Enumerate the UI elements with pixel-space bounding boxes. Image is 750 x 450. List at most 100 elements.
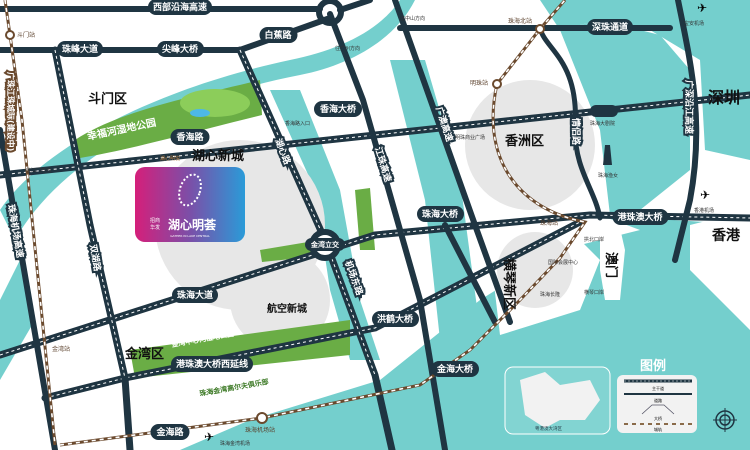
label-zhuhai-bridge: 珠海大桥	[416, 206, 464, 222]
guangao-highway[interactable]	[392, 0, 513, 325]
label-zhuhai-avenue: 珠海大道	[171, 287, 219, 303]
airplane-icon: ✈	[697, 1, 707, 15]
legend: 主干道 道路 大桥 城轨	[617, 375, 697, 433]
project-brand-bottom: 华发	[150, 224, 160, 231]
mingzhu-station-marker	[492, 79, 502, 89]
direction-jiangmen: 往江门方向	[26, 167, 51, 174]
label-zhufeng: 珠峰大道	[56, 41, 104, 57]
rail-lines	[3, 0, 588, 447]
xibu-road-2[interactable]	[337, 0, 373, 13]
hengqin-zone	[497, 232, 573, 308]
station-jinwan[interactable]: 金湾站	[52, 345, 70, 353]
xianghai-entry: 香海路入口	[285, 120, 310, 127]
label-xianghai-road: 香海路	[170, 129, 210, 145]
hengqin-road[interactable]	[442, 222, 498, 325]
theatre-icon	[590, 105, 618, 117]
pearl-river-estuary	[540, 0, 750, 160]
qinglv-road[interactable]	[537, 25, 603, 221]
legend-main-road: 主干道	[652, 385, 664, 391]
svg-text:珠峰大道: 珠峰大道	[62, 43, 98, 55]
airport-station-marker	[256, 412, 268, 424]
project-card[interactable]: 招商 华发 湖心明荟 GATHER IN LAKE CENTRAL	[135, 167, 245, 242]
svg-text:西部沿海高速: 西部沿海高速	[153, 1, 207, 13]
legend-rail: 城轨	[654, 426, 662, 432]
school-logo: 湖心明悦	[160, 155, 180, 162]
airport-highway[interactable]	[0, 127, 58, 450]
label-guangshen: 广深沿江高速	[683, 80, 695, 134]
district-hengqin: 横琴新区	[501, 258, 517, 310]
landmark-gongbei: 拱北口岸	[584, 236, 604, 243]
district-xiangzhou: 香洲区	[504, 133, 544, 149]
project-name: 湖心明荟	[168, 217, 217, 232]
svg-text:洪鹤大桥: 洪鹤大桥	[377, 313, 414, 325]
macau-land	[600, 228, 625, 300]
landmark-mingzhu-plaza: 明珠商业广场	[455, 134, 485, 141]
svg-text:香海路: 香海路	[175, 131, 204, 143]
label-jinwan-interchange: 金湾立交	[305, 238, 345, 251]
landmark-hengqin-port: 横琴口岸	[584, 289, 604, 296]
airport-baoan: 宝安机场	[684, 20, 704, 27]
label-jinhai-road: 金海路	[150, 424, 190, 440]
station-doumen[interactable]: 斗门站	[17, 31, 35, 39]
hongkong-land	[690, 210, 750, 330]
airport-hk: 香港机场	[694, 207, 714, 214]
inset-label: 粤港澳大湾区	[535, 425, 562, 432]
district-huxin: 湖心新城	[192, 148, 244, 164]
estuary-channel	[560, 20, 690, 215]
fisher-girl-icon	[603, 145, 612, 165]
svg-text:深珠通道: 深珠通道	[592, 21, 628, 33]
station-airport[interactable]: 珠海机场站	[245, 426, 275, 434]
svg-text:香海大桥: 香海大桥	[319, 103, 357, 115]
svg-text:金海大桥: 金海大桥	[436, 363, 474, 375]
district-jinwan: 金湾区	[124, 346, 164, 362]
label-hzm-west: 港珠澳大桥西延线	[170, 356, 254, 372]
district-aviation: 航空新城	[267, 302, 307, 315]
compass-icon	[713, 408, 737, 432]
roundabout	[316, 0, 344, 26]
station-north[interactable]: 珠海北站	[508, 17, 532, 25]
airplane-icon: ✈	[204, 430, 214, 444]
legend-road: 道路	[654, 397, 662, 403]
label-jianfeng: 尖峰大桥	[156, 41, 204, 57]
north-station-marker	[535, 24, 545, 34]
landmark-chimelong: 珠海长隆	[540, 291, 560, 298]
airport-jinwan: 珠海金湾机场	[220, 440, 250, 447]
svg-text:港珠澳大桥: 港珠澳大桥	[617, 211, 663, 223]
direction-guangzhou: 往广州方向	[335, 45, 360, 52]
shuanghu-road[interactable]	[51, 46, 134, 450]
label-shenzhu: 深珠通道	[586, 19, 634, 35]
label-xibu: 西部沿海高速	[147, 0, 213, 15]
district-shenzhen: 深圳	[708, 88, 740, 107]
label-jiangzhu: 江珠高速	[372, 145, 394, 183]
station-zhuhai[interactable]: 珠海站	[540, 219, 558, 227]
direction-zhongshan: 往中山方向	[400, 15, 425, 22]
label-hzm: 港珠澳大桥	[612, 209, 669, 225]
station-mingzhu[interactable]: 明珠站	[470, 79, 488, 87]
airplane-icon: ✈	[700, 188, 710, 202]
project-tagline: GATHER IN LAKE CENTRAL	[170, 234, 210, 238]
label-baijiao: 白蕉路	[259, 27, 298, 43]
river	[0, 0, 415, 240]
bridge-icon	[641, 404, 675, 415]
label-xianghai-bridge: 香海大桥	[313, 101, 362, 117]
svg-text:港珠澳大桥西延线: 港珠澳大桥西延线	[176, 358, 248, 370]
landmark-fisher-girl: 珠海渔女	[598, 172, 618, 179]
label-intercity: 广珠江珠城际(建设中)	[6, 72, 16, 151]
svg-text:白蕉路: 白蕉路	[264, 29, 292, 41]
legend-bridge: 大桥	[654, 415, 662, 421]
svg-text:金湾立交: 金湾立交	[310, 240, 340, 249]
district-doumen: 斗门区	[88, 91, 127, 107]
svg-text:金海路: 金海路	[155, 426, 184, 438]
landmark-expo: 国际会展中心	[548, 259, 578, 266]
label-shuanghu: 双湖路	[87, 243, 104, 273]
lake	[190, 109, 210, 117]
label-hongwan: 洪鹤大桥	[371, 311, 419, 327]
river-label: 黄杨河	[110, 67, 130, 80]
guangshen-highway[interactable]	[672, 0, 700, 263]
district-macau: 澳门	[603, 252, 619, 278]
golf-label: 珠海金湾高尔夫俱乐部	[199, 377, 269, 398]
inset-map: 粤港澳大湾区	[504, 366, 611, 435]
label-qinglv: 情侣路	[570, 117, 582, 146]
svg-text:珠海大道: 珠海大道	[177, 289, 213, 301]
